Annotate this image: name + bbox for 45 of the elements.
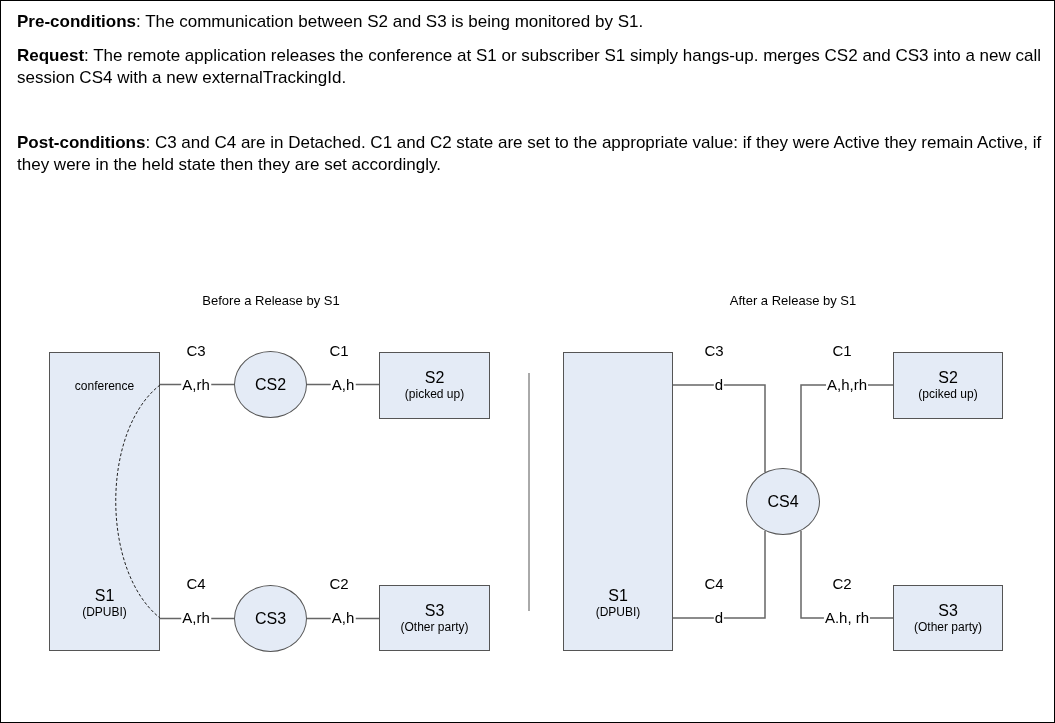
connection-label: C1 — [832, 340, 852, 361]
connection-label: C4 — [704, 573, 724, 594]
subscriber-box — [49, 352, 160, 651]
node-title: CS4 — [767, 492, 799, 511]
subscriber-box — [379, 352, 490, 419]
connection-line — [672, 384, 766, 473]
paragraph: Post-conditions: C3 and C4 are in Detached. C1 and C2 state are set to the appropriate value: if they were Active they remain Active, if they were in the held state then they are set accordingly. — [17, 132, 1042, 176]
node-subtitle: (picked up) — [404, 387, 465, 402]
node-title: CS3 — [254, 609, 287, 628]
subscriber-box — [893, 352, 1003, 419]
connection-label: C3 — [704, 340, 724, 361]
edge-label: d — [713, 610, 725, 626]
edge-label: A,h — [330, 610, 356, 626]
node-subtitle: (pciked up) — [918, 387, 978, 402]
node-title: S2 — [938, 369, 958, 387]
edge-label: A.h, rh — [823, 610, 871, 626]
connection-label: C1 — [329, 340, 349, 361]
edge-label: A,h,rh — [826, 377, 868, 393]
edge-label: A,h — [330, 377, 356, 393]
edge-label: d — [713, 377, 725, 393]
node-subtitle: conference — [74, 379, 135, 394]
node-subtitle: (Other party) — [400, 619, 469, 635]
node-subtitle: (DPUBI) — [82, 605, 127, 620]
connection-label: C4 — [186, 573, 206, 594]
subscriber-box — [379, 585, 490, 651]
diagram-heading: Before a Release by S1 — [201, 292, 341, 310]
node-subtitle: (Other party) — [914, 619, 982, 635]
edge-label: A,rh — [181, 377, 211, 393]
connection-label: C2 — [329, 573, 349, 594]
node-title: S1 — [608, 587, 628, 605]
node-title: CS2 — [254, 375, 287, 394]
connection-label: C3 — [186, 340, 206, 361]
paragraph: Pre-conditions: The communication between S2 and S3 is being monitored by S1. — [17, 11, 645, 33]
node-subtitle: (DPUBI) — [595, 605, 641, 620]
diagram-heading: After a Release by S1 — [728, 292, 858, 310]
node-title: S3 — [424, 601, 445, 620]
subscriber-box — [563, 352, 673, 651]
edge-label: A,rh — [181, 610, 211, 626]
node-title: S3 — [938, 601, 958, 620]
node-title: S2 — [424, 369, 445, 387]
node-title: S1 — [94, 587, 115, 605]
connection-line — [672, 530, 766, 619]
connection-label: C2 — [832, 573, 852, 594]
subscriber-box — [893, 585, 1003, 651]
paragraph: Request: The remote application releases the conference at S1 or subscriber S1 simply hangs-up. merges CS2 and CS3 into a new call session CS4 with a new externalTrackingId. — [17, 45, 1042, 89]
